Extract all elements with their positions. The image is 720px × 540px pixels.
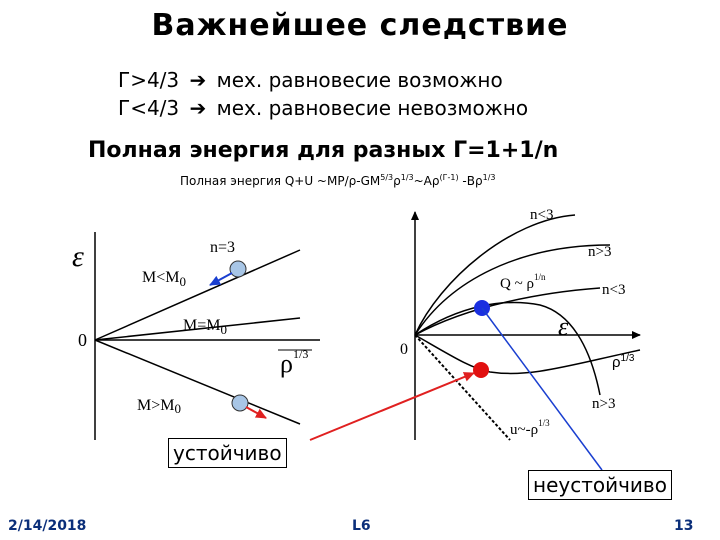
curve-n-lt3-mid	[414, 287, 601, 336]
condition-2-text: мех. равновесие невозможно	[216, 96, 529, 120]
condition-1-gamma: Г>4/3	[118, 68, 180, 92]
right-n-gt3-top: n>3	[588, 244, 611, 260]
right-rho-exp: 1/3	[621, 353, 635, 364]
formula-part: ρ	[393, 174, 401, 188]
m-less-text: M<M	[142, 269, 179, 286]
connector-red	[309, 372, 475, 441]
formula-sup: 5/3	[380, 173, 394, 182]
right-n-gt3-bottom: n>3	[592, 396, 615, 412]
right-diagram	[309, 211, 641, 471]
m-greater-text: M>M	[137, 397, 174, 414]
right-x-label: ρ1/3	[612, 353, 635, 371]
formula-part: -Bρ	[458, 174, 483, 188]
line-m-equal	[94, 317, 301, 341]
left-x-label: ρ1/3	[280, 347, 308, 378]
condition-line-1: Г>4/3 ➔ мех. равновесие возможно	[118, 68, 503, 92]
left-rho-exp: 1/3	[293, 347, 308, 361]
formula-part: Полная энергия Q+U ~MP/ρ-GM	[180, 174, 381, 188]
formula-sup: 1/3	[400, 173, 414, 182]
left-m-equal: M=M0	[183, 317, 227, 337]
condition-1-text: мех. равновесие возможно	[216, 68, 503, 92]
curve-n-gt3-top	[414, 244, 611, 336]
q-exp: 1/n	[534, 272, 546, 282]
footer-page-number: 13	[674, 518, 694, 534]
curve-n-lt3-top	[414, 214, 576, 336]
condition-line-2: Г<4/3 ➔ мех. равновесие невозможно	[118, 96, 528, 120]
left-m-less: M<M0	[142, 269, 186, 289]
connector-blue	[481, 307, 603, 471]
u-text: u~-ρ	[510, 422, 538, 438]
footer-lecture: L6	[352, 518, 371, 534]
unstable-label-box: неустойчиво	[528, 470, 672, 500]
right-zero-label: 0	[400, 341, 408, 358]
left-n-label: n=3	[210, 239, 235, 256]
arrow-blue-left	[209, 272, 233, 286]
arrow-right-icon: ➔	[189, 68, 207, 92]
line-m-less	[94, 249, 301, 341]
left-diagram	[94, 232, 320, 440]
m-less-sub: 0	[179, 274, 186, 289]
m-equal-sub: 0	[220, 322, 227, 337]
stable-label-box: устойчиво	[168, 438, 287, 468]
formula-sup: (Г-1)	[439, 173, 459, 182]
right-n-lt3-top: n<3	[530, 207, 553, 223]
slide-title: Важнейшее следствие	[151, 8, 569, 43]
m-equal-text: M=M	[183, 317, 220, 334]
left-zero-label: 0	[78, 330, 87, 350]
m-greater-sub: 0	[174, 401, 181, 416]
left-rho: ρ	[280, 349, 293, 378]
arrow-right-icon: ➔	[189, 96, 207, 120]
energy-formula: Полная энергия Q+U ~MP/ρ-GM5/3ρ1/3~Aρ(Г-…	[180, 173, 495, 188]
section-heading: Полная энергия для разных Г=1+1/n	[88, 138, 559, 163]
left-epsilon-label: ε	[72, 240, 84, 273]
formula-sup: 1/3	[482, 173, 496, 182]
marker-red	[473, 362, 489, 378]
right-rho: ρ	[612, 354, 621, 371]
right-epsilon-label: ε	[558, 312, 569, 341]
line-m-greater	[94, 339, 301, 425]
curve-energy-arch	[414, 301, 601, 396]
node-upper	[229, 260, 247, 278]
line-u-dashed	[414, 334, 511, 441]
left-m-greater: M>M0	[137, 397, 181, 416]
curve-energy-dip	[414, 334, 641, 375]
formula-part: ~Aρ	[413, 174, 440, 188]
right-n-lt3-mid: n<3	[602, 282, 625, 298]
node-lower	[231, 394, 249, 412]
right-q-label: Q ~ ρ1/n	[500, 272, 546, 292]
q-text: Q ~ ρ	[500, 276, 534, 292]
u-exp: 1/3	[538, 418, 550, 428]
arrow-red-left	[245, 406, 267, 419]
right-u-label: u~-ρ1/3	[510, 418, 550, 438]
footer-date: 2/14/2018	[8, 518, 87, 534]
condition-2-gamma: Г<4/3	[118, 96, 180, 120]
